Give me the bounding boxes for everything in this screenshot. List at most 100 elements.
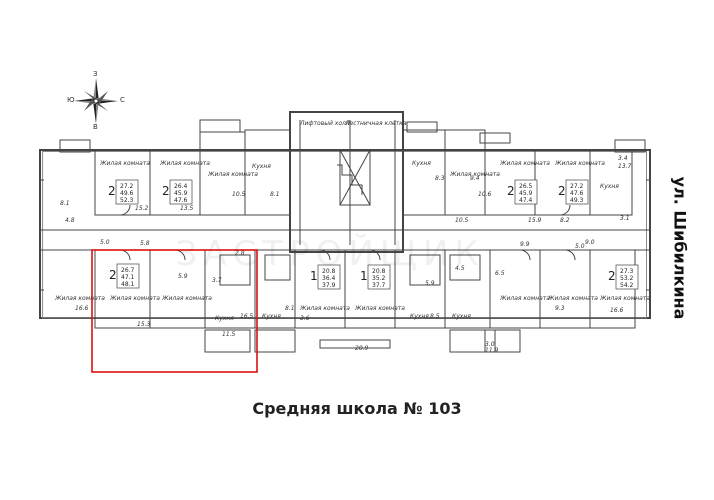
area-label: 13.7 [618,163,632,170]
apartment-box-a3: 2 26.7 47.1 48.1 [109,263,140,289]
apartment-box-a2: 2 26.4 45.9 47.6 [162,179,193,205]
room-label: Жилая комната [449,171,500,178]
compass-west-label: Ю [67,96,75,104]
street-label: ул. Шибилкина [670,176,690,319]
area-label: 8.1 [270,191,280,198]
area-label: 15.3 [137,321,151,328]
svg-text:47.1: 47.1 [121,274,135,281]
area-label: 16.5 [240,313,254,320]
area-label: 13.5 [180,205,194,212]
area-label: 2.8 [235,250,245,257]
apartment-box-a8: 2 27.3 53.2 54.2 [608,264,639,290]
room-label: Кухня [452,313,471,320]
area-label: 8.5 [430,313,440,320]
area-label: 8.1 [60,200,70,207]
svg-text:49.3: 49.3 [570,197,584,204]
area-label: 3.4 [618,155,628,162]
svg-text:26.7: 26.7 [121,267,135,274]
area-label: 8.1 [285,305,295,312]
room-label: Жилая комната [161,295,212,302]
svg-text:54.2: 54.2 [620,282,634,289]
svg-text:47.6: 47.6 [570,190,584,197]
room-label: Жилая комната [547,295,598,302]
svg-text:2: 2 [558,184,566,198]
area-label: 8.2 [560,217,570,224]
compass-south-label: В [93,123,98,131]
room-label: Кухня [412,160,431,167]
apartment-box-a5: 1 20.8 35.2 37.7 [360,264,391,290]
area-label: 11.5 [222,331,236,338]
area-label: 5.8 [140,240,150,247]
svg-text:2: 2 [608,269,616,283]
area-label: 3.0 [485,341,495,348]
room-label: Кухня [600,183,619,190]
svg-text:35.2: 35.2 [372,275,386,282]
svg-text:1: 1 [360,269,368,283]
area-label: 6.5 [495,270,505,277]
room-label: Жилая комната [354,305,405,312]
area-label: 9.0 [585,239,595,246]
compass-rose-icon [74,78,118,124]
area-label: 11.9 [485,347,499,354]
area-label: 4.5 [455,265,465,272]
school-caption: Средняя школа № 103 [252,399,462,418]
room-label: Кухня [262,313,281,320]
room-label: Жилая комната [499,160,550,167]
room-label: Жилая комната [554,160,605,167]
watermark: ЗАСТРОЙЩИК [175,233,484,274]
area-label: 3.1 [620,215,630,222]
room-label: Кухня [215,315,234,322]
svg-text:26.5: 26.5 [519,183,533,190]
svg-text:45.9: 45.9 [174,190,188,197]
area-label: 3.7 [212,277,222,284]
area-label: 9.9 [520,241,530,248]
svg-text:2: 2 [162,184,170,198]
area-label: 5.9 [178,273,188,280]
svg-text:20.8: 20.8 [322,268,336,275]
area-label: 20.9 [355,345,369,352]
svg-text:37.7: 37.7 [372,282,386,289]
area-label: 5.0 [575,243,585,250]
room-label: Жилая комната [207,171,258,178]
area-label: 5.0 [100,239,110,246]
svg-text:52.3: 52.3 [120,197,134,204]
room-label: Жилая комната [54,295,105,302]
room-label: Жилая комната [109,295,160,302]
svg-text:2: 2 [507,184,515,198]
compass-east-label: С [120,96,125,104]
svg-text:49.6: 49.6 [120,190,134,197]
svg-text:2: 2 [108,184,116,198]
area-label: 15.2 [135,205,149,212]
svg-text:48.1: 48.1 [121,281,135,288]
apartment-box-a6: 2 26.5 45.9 47.4 [507,179,538,205]
area-label: 8.3 [435,175,445,182]
svg-text:27.2: 27.2 [570,183,584,190]
svg-text:47.4: 47.4 [519,197,533,204]
area-label: 10.5 [232,191,246,198]
svg-text:37.9: 37.9 [322,282,336,289]
area-label: 16.6 [75,305,89,312]
room-label: Жилая комната [499,295,550,302]
apartment-box-a7: 2 27.2 47.6 49.3 [558,179,589,205]
area-label: 9.3 [555,305,565,312]
area-label: 9.4 [470,175,480,182]
apartment-box-a4: 1 20.8 36.4 37.9 [310,264,341,290]
area-label: 3.6 [300,315,310,322]
svg-text:2: 2 [109,268,117,282]
selected-apartment-outline [91,249,258,373]
svg-text:27.3: 27.3 [620,268,634,275]
apartment-box-a1: 2 27.2 49.6 52.3 [108,179,139,205]
compass-north-label: З [93,70,98,78]
room-label: Жилая комната [99,160,150,167]
room-label: Жилая комната [599,295,650,302]
svg-text:27.2: 27.2 [120,183,134,190]
svg-text:36.4: 36.4 [322,275,336,282]
room-label: Жилая комната [299,305,350,312]
area-label: 10.6 [478,191,492,198]
area-label: 15.9 [528,217,542,224]
room-label: Кухня [410,313,429,320]
svg-text:53.2: 53.2 [620,275,634,282]
svg-text:47.6: 47.6 [174,197,188,204]
room-label: Лестничная клетка [344,120,407,127]
